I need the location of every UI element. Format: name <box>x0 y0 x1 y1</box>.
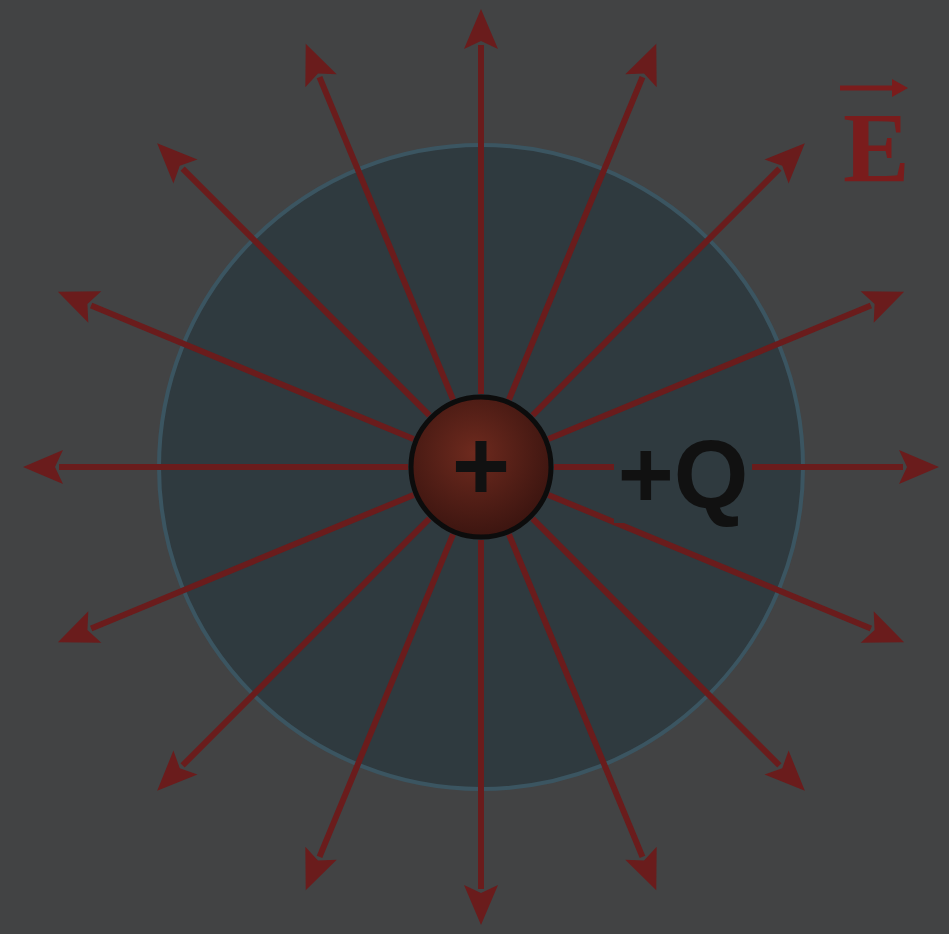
vector-arrow <box>840 79 908 97</box>
field-symbol: E <box>843 98 910 198</box>
field-arrowhead <box>625 44 656 87</box>
field-arrowhead <box>58 291 101 322</box>
field-line <box>509 77 643 399</box>
field-line <box>91 495 413 629</box>
field-line <box>548 306 870 440</box>
field-line <box>320 77 454 399</box>
field-arrowhead <box>23 450 63 484</box>
field-line <box>533 519 780 766</box>
field-arrowhead <box>464 9 498 49</box>
field-arrowhead <box>899 450 939 484</box>
field-arrowhead <box>305 44 336 87</box>
field-arrowhead <box>861 291 904 322</box>
field-arrowhead <box>625 847 656 890</box>
field-line <box>320 534 454 856</box>
field-line <box>533 169 780 416</box>
field-line <box>91 306 413 440</box>
field-line <box>509 534 643 856</box>
field-arrowhead <box>464 885 498 925</box>
field-arrowhead <box>157 751 197 791</box>
charge-label: +Q <box>614 427 753 523</box>
field-line <box>478 45 484 394</box>
field-line <box>478 540 484 889</box>
field-line <box>183 519 430 766</box>
field-arrowhead <box>861 611 904 642</box>
field-line <box>183 169 430 416</box>
field-arrowhead <box>765 143 805 183</box>
field-line <box>59 464 408 470</box>
field-lines <box>23 9 939 925</box>
field-arrowhead <box>58 611 101 642</box>
point-charge: ++Q <box>408 394 554 540</box>
charge-circle <box>411 397 551 537</box>
vector-arrow-shaft <box>840 86 896 91</box>
field-arrowhead <box>765 751 805 791</box>
field-arrowhead <box>305 847 336 890</box>
field-arrowhead <box>157 143 197 183</box>
vector-arrow-head <box>892 79 908 97</box>
charge-sign: + <box>452 415 510 515</box>
